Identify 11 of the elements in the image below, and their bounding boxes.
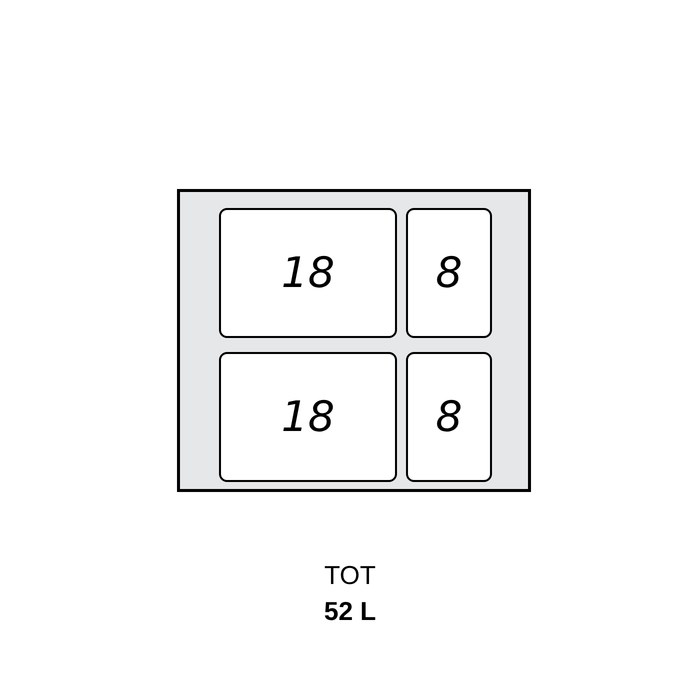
bin-compartment <box>406 352 492 482</box>
total-label: TOT <box>324 562 376 588</box>
total-volume: 52 L <box>324 598 376 624</box>
capacity-number: 8 <box>436 396 462 438</box>
capacity-number: 8 <box>436 252 462 294</box>
bin-compartment <box>219 208 397 338</box>
cabinet-outline <box>177 189 531 492</box>
capacity-number: 18 <box>281 396 335 438</box>
bin-compartment <box>219 352 397 482</box>
capacity-number: 18 <box>281 252 335 294</box>
bin-compartment <box>406 208 492 338</box>
